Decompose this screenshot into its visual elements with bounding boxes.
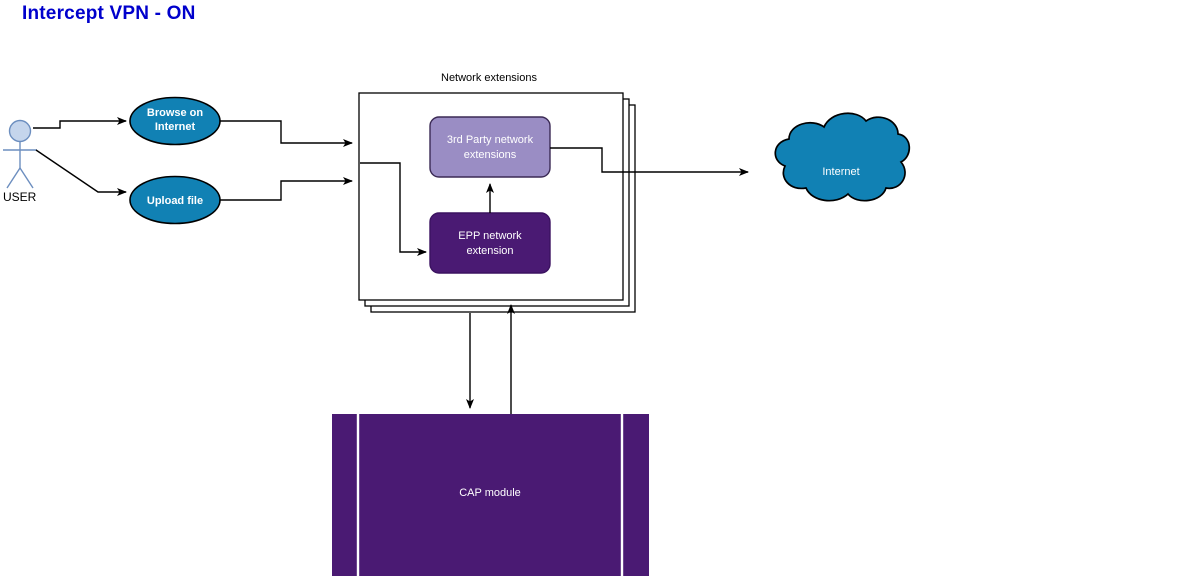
third-party-label-line1: 3rd Party network — [447, 134, 534, 146]
actor-leg-left-icon — [6, 167, 21, 189]
actor-user-label: USER — [3, 190, 37, 204]
internet-cloud[interactable]: Internet — [774, 112, 911, 202]
usecase-upload-label-line1: Upload file — [147, 195, 203, 207]
cap-module-shape — [332, 414, 649, 576]
network-extensions-caption: Network extensions — [441, 72, 537, 84]
page-title: Intercept VPN - ON — [22, 3, 196, 24]
connector-user-to-browse — [33, 117, 127, 129]
connector-netext-to-epp — [360, 162, 427, 256]
actor-leg-right-icon — [19, 167, 34, 189]
box-epp-network-extension[interactable]: EPP network extension — [429, 212, 551, 274]
epp-label-line1: EPP network — [458, 230, 522, 242]
third-party-box-shape — [429, 116, 551, 178]
internet-cloud-shape — [774, 112, 911, 202]
actor-user[interactable]: USER — [3, 119, 37, 205]
cap-module[interactable]: CAP module — [332, 414, 649, 576]
connector-user-to-upload — [35, 149, 127, 196]
connector-browse-to-netext — [220, 120, 353, 147]
cap-module-label: CAP module — [459, 487, 521, 499]
connector-upload-to-netext — [220, 177, 353, 201]
usecase-browse-on-internet[interactable]: Browse on Internet — [129, 96, 221, 146]
actor-head-icon — [8, 119, 32, 143]
box-third-party-network-extensions[interactable]: 3rd Party network extensions — [429, 116, 551, 178]
epp-box-shape — [429, 212, 551, 274]
internet-cloud-label: Internet — [822, 166, 859, 178]
third-party-label-line2: extensions — [464, 149, 517, 161]
connector-third-party-to-internet — [550, 147, 749, 176]
usecase-browse-label-line2: Internet — [155, 121, 196, 133]
epp-label-line2: extension — [466, 245, 513, 257]
usecase-upload-file[interactable]: Upload file — [129, 175, 221, 225]
usecase-browse-label-line1: Browse on — [147, 107, 204, 119]
